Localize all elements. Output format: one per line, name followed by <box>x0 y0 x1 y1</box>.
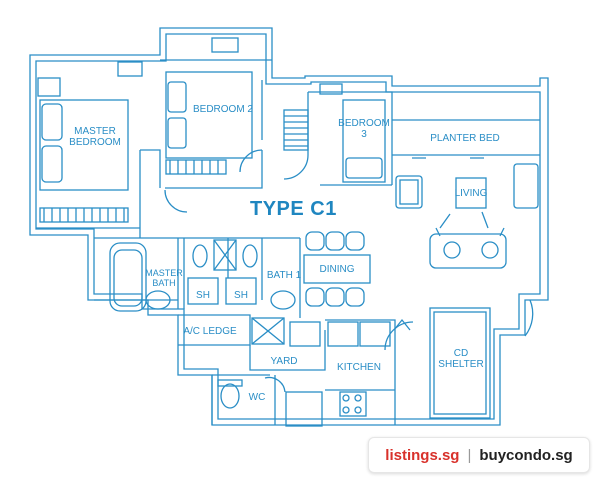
footer-separator: | <box>467 446 472 464</box>
room-label-wc: WC <box>248 392 266 403</box>
room-label-sh-1: SH <box>196 290 210 301</box>
bedroom2-bed <box>165 71 253 159</box>
master-bedroom-wall <box>36 149 161 238</box>
room-label-yard: YARD <box>270 356 298 367</box>
room-label-dining: DINING <box>319 264 355 275</box>
room-label-sh-2: SH <box>234 290 248 301</box>
master-bed <box>39 99 129 191</box>
wc-wall <box>211 375 276 425</box>
room-label-bath1: BATH 1 <box>266 270 302 281</box>
room-label-planter-bed: PLANTER BED <box>430 133 500 144</box>
listings-link[interactable]: listings.sg <box>385 446 460 464</box>
bedroom3-wall <box>307 91 393 186</box>
room-label-kitchen: KITCHEN <box>337 362 381 373</box>
armchair-2 <box>513 163 539 209</box>
bathtub <box>109 242 147 312</box>
room-label-master-bath: MASTER BATH <box>145 268 183 288</box>
ac-ledge-wall <box>178 314 251 346</box>
yard-wall <box>212 330 326 376</box>
room-label-bedroom3: BEDROOM 3 <box>338 118 390 140</box>
cd-shelter <box>429 307 491 419</box>
room-label-living: LIVING <box>454 188 488 199</box>
plan-title: TYPE C1 <box>250 198 337 220</box>
bedroom3-bed <box>342 99 386 183</box>
room-label-bedroom2: BEDROOM 2 <box>192 104 253 115</box>
buycondo-link[interactable]: buycondo.sg <box>479 446 573 464</box>
dining-table <box>303 254 371 284</box>
room-label-master-bedroom: MASTER BEDROOM <box>69 126 121 148</box>
bath-walls <box>94 237 301 318</box>
room-label-ac-ledge: A/C LEDGE <box>183 326 237 337</box>
sofa <box>429 233 507 269</box>
planter-bed-wall <box>392 119 540 156</box>
bedroom2-wall <box>160 59 272 189</box>
armchair-1 <box>395 175 423 209</box>
room-label-cd-shelter: CD SHELTER <box>438 348 484 370</box>
watermark-footer: listings.sg | buycondo.sg <box>368 437 590 473</box>
living-table <box>455 177 487 209</box>
kitchen-wall <box>325 319 396 425</box>
